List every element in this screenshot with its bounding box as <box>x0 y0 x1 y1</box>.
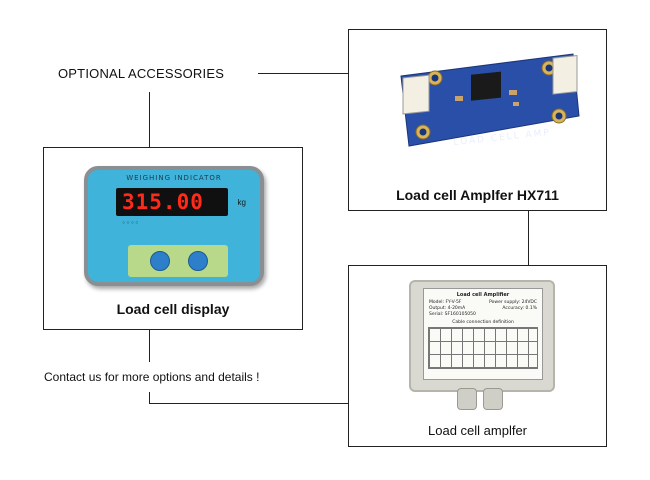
indicator-keypad <box>128 245 228 277</box>
connector-heading-to-hx711 <box>258 73 348 74</box>
connector-note-to-amplifier <box>149 403 348 404</box>
indicator-key-left <box>150 251 170 271</box>
contact-note: Contact us for more options and details … <box>44 370 260 384</box>
amplifier-label-output: Output: 4-20mA <box>429 306 466 311</box>
section-heading: OPTIONAL ACCESSORIES <box>58 66 225 81</box>
amplifier-label-power: Power supply: 24VDC <box>489 300 537 305</box>
display-caption: Load cell display <box>116 301 230 317</box>
amplifier-caption: Load cell amplfer <box>428 423 527 438</box>
hx711-board-image: LOAD CELL AMP <box>400 53 580 148</box>
amplifier-label-title: Load cell Amplifier <box>456 292 510 298</box>
connector-heading-to-display <box>149 92 150 147</box>
cable-gland-left <box>457 388 477 410</box>
hx711-caption: Load cell Amplfer HX711 <box>396 187 559 203</box>
amplifier-label-model: Model: FY-V-5F <box>429 300 462 305</box>
indicator-status-leds: ○ ○ ○ ○ <box>122 220 139 226</box>
cable-gland-right <box>483 388 503 410</box>
indicator-readout: 315.00 <box>122 190 204 214</box>
amplifier-label-accuracy: Accuracy: 0.1% <box>502 306 537 311</box>
weighing-indicator-image: WEIGHING INDICATOR 315.00 kg ○ ○ ○ ○ <box>84 166 264 286</box>
amplifier-label-table <box>428 327 538 369</box>
amplifier-label-serial: Serial: SF160105050 <box>429 312 476 317</box>
indicator-title: WEIGHING INDICATOR <box>126 174 222 182</box>
amplifier-card: Load cell Amplifier Model: FY-V-5F Power… <box>348 265 607 447</box>
connector-hx711-to-amplifier <box>528 211 529 265</box>
amplifier-label: Load cell Amplifier Model: FY-V-5F Power… <box>423 288 543 380</box>
hx711-card: LOAD CELL AMP Load cell Amplfer HX711 <box>348 29 607 211</box>
amplifier-label-table-title: Cable connection definition <box>452 320 514 325</box>
indicator-lcd: 315.00 kg <box>116 188 246 216</box>
amplifier-enclosure-image: Load cell Amplifier Model: FY-V-5F Power… <box>409 280 555 392</box>
indicator-unit: kg <box>237 198 246 207</box>
connector-display-down <box>149 330 150 362</box>
display-card: WEIGHING INDICATOR 315.00 kg ○ ○ ○ ○ Loa… <box>43 147 303 330</box>
indicator-key-right <box>188 251 208 271</box>
connector-note-down <box>149 392 150 404</box>
